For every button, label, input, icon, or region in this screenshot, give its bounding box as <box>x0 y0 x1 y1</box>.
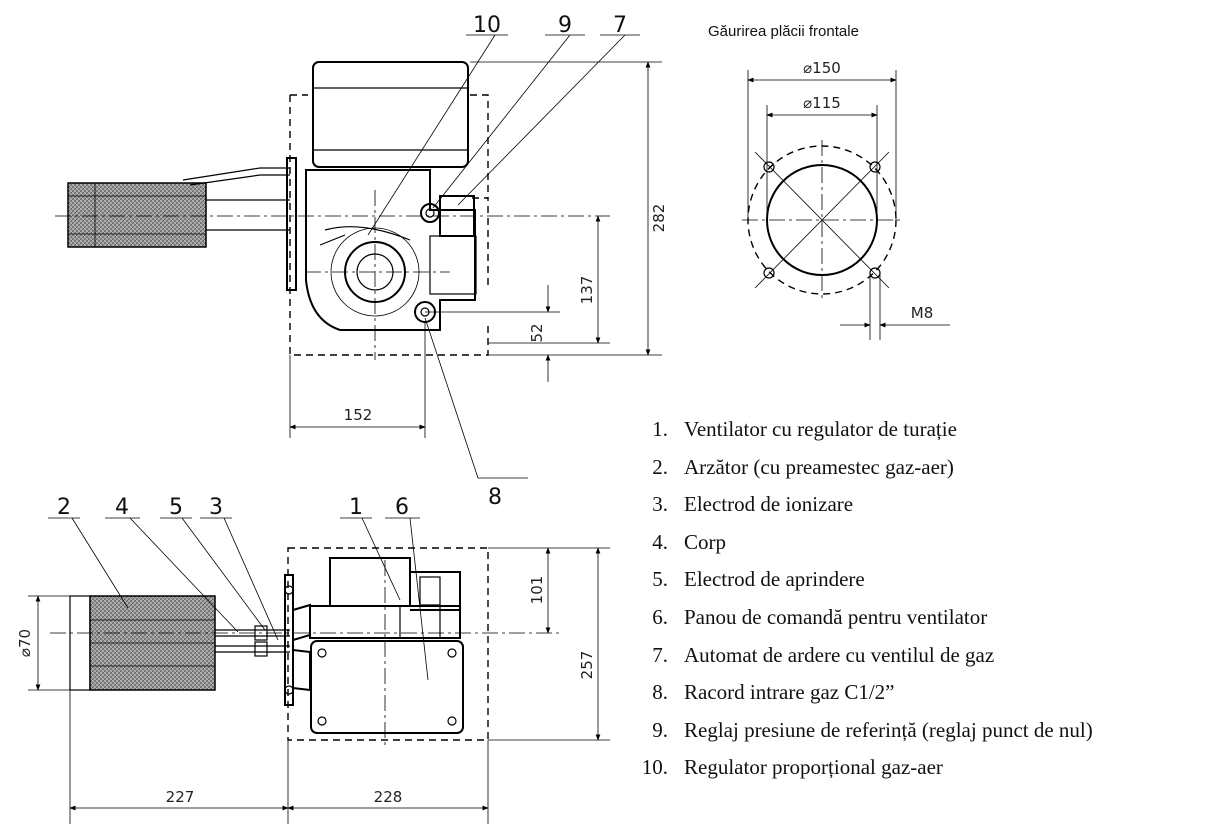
callout-3: 3 <box>209 495 223 520</box>
fan-control-panel <box>310 640 464 734</box>
dim-inner-diameter: ⌀115 <box>803 94 841 112</box>
dim-side-left: 227 <box>166 788 195 806</box>
dim-top-inlet: 52 <box>528 323 546 342</box>
legend-item: 5.Electrod de aprindere <box>652 567 865 592</box>
fan-motor-side <box>329 557 411 607</box>
legend-item: 1.Ventilator cu regulator de turație <box>652 417 957 441</box>
blower-housing <box>305 169 476 331</box>
callout-5: 5 <box>169 495 183 520</box>
legend-item: 7.Automat de ardere cu ventilul de gaz <box>652 642 995 667</box>
dim-bolt-size: M8 <box>911 304 934 322</box>
dim-side-top: 101 <box>528 576 546 605</box>
callout-8: 8 <box>488 485 502 510</box>
legend-item: 8.Racord intrare gaz C1/2” <box>652 680 895 705</box>
dim-top-axis: 137 <box>578 276 596 305</box>
dim-side-right: 228 <box>374 788 403 806</box>
parts-legend: 1.Ventilator cu regulator de turație 2.A… <box>620 414 1220 790</box>
dim-top-width: 152 <box>344 406 373 424</box>
legend-item: 4.Corp <box>652 529 726 554</box>
callout-1: 1 <box>349 495 363 520</box>
callout-2: 2 <box>57 495 71 520</box>
legend-item: 2.Arzător (cu preamestec gaz-aer) <box>652 454 954 479</box>
dim-top-height: 282 <box>650 204 668 233</box>
top-view: 282 137 52 152 10 9 7 8 <box>55 13 668 510</box>
legend-item: 9.Reglaj presiune de referință (reglaj p… <box>652 717 1093 742</box>
front-plate-drilling: Găurirea plăcii frontale ⌀150 ⌀115 M8 <box>708 23 950 340</box>
legend-item: 6.Panou de comandă pentru ventilator <box>652 604 988 629</box>
front-plate-title: Găurirea plăcii frontale <box>708 23 859 40</box>
burner-tube-top <box>67 182 207 248</box>
side-view: ⌀70 101 257 227 228 2 4 5 3 1 6 <box>16 495 610 824</box>
legend-item: 10.Regulator proporțional gaz-aer <box>641 755 943 780</box>
callout-6: 6 <box>395 495 409 520</box>
dim-outer-diameter: ⌀150 <box>803 59 841 77</box>
legend-item: 3.Electrod de ionizare <box>652 492 854 517</box>
callout-7: 7 <box>613 13 627 38</box>
dim-side-height: 257 <box>578 651 596 680</box>
fan-motor-housing <box>312 61 469 168</box>
callout-4: 4 <box>115 495 129 520</box>
side-view-envelope <box>287 547 489 741</box>
dim-side-diameter: ⌀70 <box>16 629 34 657</box>
callout-9: 9 <box>558 13 572 38</box>
callout-10: 10 <box>473 13 501 38</box>
